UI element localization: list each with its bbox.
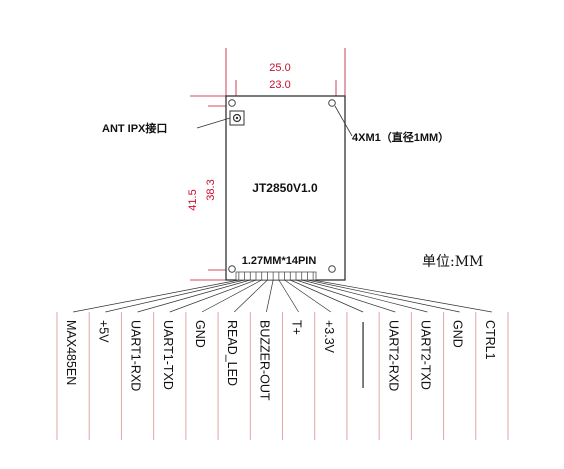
mount-hole-bottom-right <box>328 265 336 273</box>
pin-fanout-line <box>301 279 428 313</box>
antenna-leader <box>196 117 231 129</box>
pin-label: CTRL1 <box>483 320 497 360</box>
mount-holes <box>228 99 336 273</box>
outer-height-label: 41.5 <box>187 189 199 210</box>
pin-fanout-line <box>169 279 257 313</box>
pin-fanout-line <box>137 279 251 313</box>
pin-table: MAX485EN +5V UART1-RXD UART1-TXD GND READ_LED… <box>56 312 509 440</box>
pin-fanout-line <box>201 279 262 313</box>
mount-hole-bottom-left <box>228 265 236 273</box>
pin-fanout-line <box>313 279 492 313</box>
outer-width-label: 25.0 <box>269 62 290 74</box>
unit-label: 单位:MM <box>422 254 483 270</box>
pin-fanout-line <box>278 279 299 313</box>
pin-label: UART2-TXD <box>418 320 432 390</box>
ipx-connector-icon <box>229 110 245 126</box>
pin-fanout-line <box>73 279 239 313</box>
mount-hole-label: 4XM1（直径1MM） <box>352 130 449 144</box>
width-dimensions <box>225 48 346 96</box>
pin-fanout-line <box>290 279 364 313</box>
pin-fanout-line <box>295 279 396 313</box>
pin-label: BUZZER-OUT <box>257 320 271 401</box>
pin-label: +3.3V <box>322 320 336 354</box>
pin-label: UART1-TXD <box>161 320 175 390</box>
pin-fanout-line <box>233 279 268 313</box>
pin-label: READ_LED <box>225 320 239 386</box>
pin-label: UART1-RXD <box>129 320 143 391</box>
mount-hole-top-right <box>328 99 336 107</box>
pin-label-dash: —— <box>362 322 364 388</box>
header-label: 1.27MM*14PIN <box>242 255 317 267</box>
pin-fanout-lines <box>73 279 492 313</box>
pin-fanout-line <box>307 279 460 313</box>
pin-label: MAX485EN <box>64 320 78 385</box>
height-dimensions <box>190 95 226 281</box>
pin-label: GND <box>451 320 465 348</box>
pin-fanout-line <box>105 279 245 313</box>
inner-height-label: 38.3 <box>205 179 217 200</box>
mount-hole-leader <box>334 105 353 137</box>
pin-label: GND <box>193 320 207 348</box>
mount-hole-top-left <box>228 99 236 107</box>
module-board <box>225 95 346 281</box>
pin-label: UART2-RXD <box>386 320 400 391</box>
pin-header <box>235 271 317 281</box>
inner-width-label: 23.0 <box>269 79 290 91</box>
model-label: JT2850V1.0 <box>252 181 318 195</box>
pin-label: +5V <box>96 320 110 343</box>
pin-fanout-line <box>266 279 274 313</box>
pin-fanout-line <box>284 279 332 313</box>
pin-label: T+ <box>290 320 304 335</box>
antenna-label: ANT IPX接口 <box>102 121 167 135</box>
